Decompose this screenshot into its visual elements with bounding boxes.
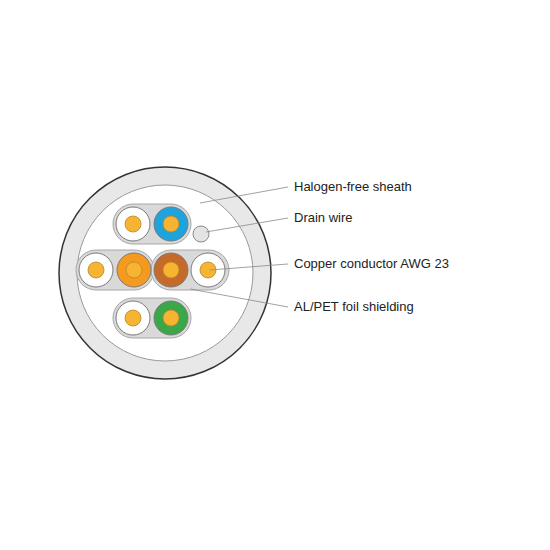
outer-sheath (59, 167, 271, 379)
leader-lines (190, 187, 288, 307)
drain-wire (193, 226, 209, 242)
foil-shield (151, 250, 229, 290)
copper-cores (88, 216, 216, 326)
callout-label: Drain wire (294, 210, 353, 226)
callout-label: Halogen-free sheath (294, 179, 412, 195)
foil-shield (113, 298, 191, 338)
callout-label: AL/PET foil shielding (294, 299, 414, 315)
insulations (79, 207, 225, 335)
foil-shield (76, 250, 154, 290)
inner-core (77, 185, 253, 361)
foil-shield (113, 204, 191, 244)
callout-label: Copper conductor AWG 23 (294, 256, 449, 272)
